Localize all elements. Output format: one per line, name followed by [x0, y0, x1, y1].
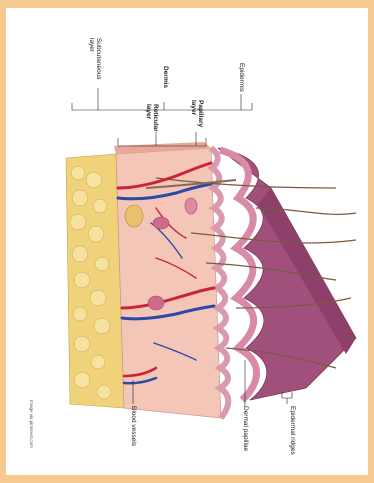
label-dermis: Dermis [162, 66, 169, 88]
label-dermal-papillae: Dermal papillae [242, 406, 249, 451]
label-papillary-layer: Papillary layer [190, 100, 204, 127]
label-blood-vessels: Blood vessels [130, 406, 137, 446]
label-epidermis: Epidermis [238, 63, 245, 92]
subcutaneous-fat [66, 154, 124, 408]
skin-diagram [6, 8, 368, 475]
image-credit: Image via pinterest.com [29, 400, 34, 448]
label-epidermal-ridges: Epidermal ridges [289, 406, 296, 455]
label-subcutaneous-layer: Subcutaneous layer [88, 38, 102, 80]
label-reticular-layer: Reticular layer [145, 104, 159, 132]
figure-frame: Subcutaneous layer Dermis Epidermis Reti… [6, 8, 368, 475]
